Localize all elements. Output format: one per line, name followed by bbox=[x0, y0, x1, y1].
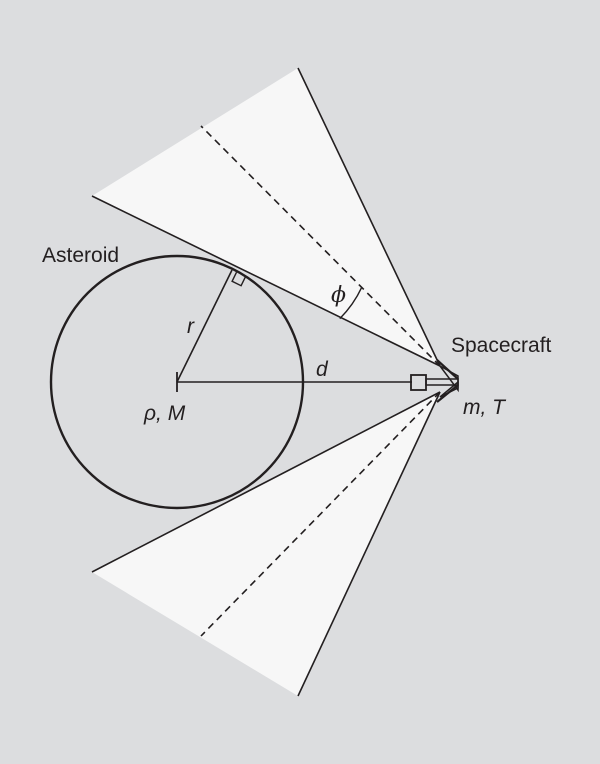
asteroid-label: Asteroid bbox=[42, 244, 119, 267]
density-mass-label: ρ, M bbox=[143, 402, 186, 425]
spacecraft-nozzle-lower-edge bbox=[436, 384, 459, 403]
radius-line bbox=[176, 269, 233, 383]
lower-cone-axis-dashed bbox=[200, 391, 441, 637]
upper-cone-inner-edge bbox=[91, 195, 441, 367]
spacecraft-label: Spacecraft bbox=[451, 334, 552, 357]
distance-label: d bbox=[316, 358, 329, 381]
spacecraft-nozzle-upper-edge bbox=[436, 359, 459, 380]
upper-exhaust-cone bbox=[92, 68, 440, 366]
radius-label: r bbox=[187, 315, 195, 338]
mass-thrust-label: m, T bbox=[463, 396, 507, 419]
angle-label: ϕ bbox=[331, 283, 346, 308]
lower-exhaust-cone bbox=[92, 392, 440, 696]
lower-cone-outer-edge bbox=[297, 391, 441, 697]
right-angle-marker bbox=[231, 271, 247, 287]
lower-cone-inner-edge bbox=[91, 391, 441, 573]
upper-cone-axis-dashed bbox=[200, 125, 441, 367]
angle-arc bbox=[339, 286, 363, 320]
upper-cone-outer-edge bbox=[297, 67, 441, 367]
